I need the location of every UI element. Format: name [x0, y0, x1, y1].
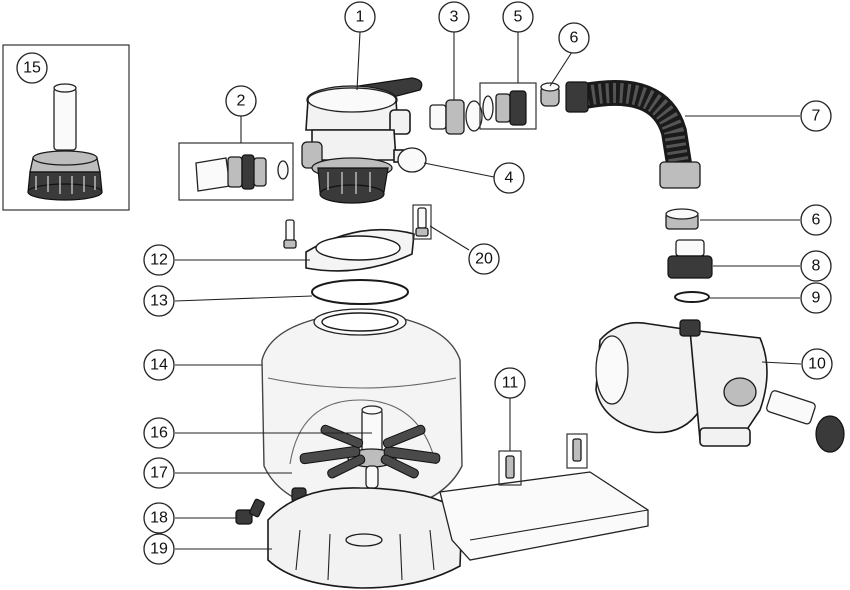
callout-label: 11: [502, 375, 519, 392]
leader-lines: [174, 31, 802, 550]
callout-4: 4: [493, 162, 525, 194]
part-16-lateral-assembly: [299, 405, 441, 489]
callout-3: 3: [438, 1, 470, 33]
part-7-hose: [565, 80, 701, 189]
callout-label: 1: [356, 9, 365, 26]
part-6-cap-lower: [665, 208, 699, 230]
part-5-frame: [479, 82, 537, 130]
part-2-fitting: [178, 142, 294, 201]
callout-label: 20: [475, 251, 493, 268]
part-3-union: [429, 99, 483, 135]
callout-label: 15: [23, 60, 41, 77]
callout-label: 3: [450, 9, 459, 26]
callout-7: 7: [800, 100, 832, 132]
callout-5: 5: [502, 1, 534, 33]
part-2-frame: [178, 142, 294, 201]
part-15-inset: [2, 44, 130, 211]
callout-19: 19: [143, 533, 175, 565]
part-12-clamp-ring: [305, 228, 415, 272]
callout-label: 2: [237, 93, 246, 110]
inset-frame: [2, 44, 130, 211]
callout-label: 16: [150, 425, 168, 442]
callout-15: 15: [16, 52, 48, 84]
callout-label: 6: [812, 212, 821, 229]
callout-17: 17: [143, 457, 175, 489]
callout-6-lower: 6: [800, 204, 832, 236]
part-13-o-ring: [311, 279, 409, 305]
callout-label: 13: [150, 293, 168, 310]
part-11-pump-platform: [439, 433, 649, 561]
part-18-drain-plug: [235, 498, 265, 525]
callout-label: 18: [150, 510, 168, 527]
part-6-cap-upper: [540, 82, 560, 107]
part-15-lateral-hub: [27, 83, 103, 201]
callout-10: 10: [801, 348, 833, 380]
callout-label: 8: [812, 258, 821, 275]
callout-2: 2: [225, 85, 257, 117]
callout-18: 18: [143, 502, 175, 534]
callout-11: 11: [494, 367, 526, 399]
callout-label: 7: [812, 108, 821, 125]
callout-label: 9: [812, 290, 821, 307]
callout-6-upper: 6: [558, 22, 590, 54]
callout-label: 19: [150, 541, 168, 558]
part-4-pressure-gauge: [393, 147, 427, 173]
part-20-bolt-right: [412, 204, 432, 240]
part-5-union-box: [479, 82, 537, 130]
callout-label: 14: [150, 357, 168, 374]
part-20-bolt-left: [283, 219, 297, 249]
part-8-adapter: [667, 239, 713, 279]
part-19-base: [267, 487, 463, 589]
callout-label: 12: [150, 252, 168, 269]
part-9-o-ring: [674, 291, 710, 303]
callout-label: 6: [570, 30, 579, 47]
callout-label: 10: [808, 356, 826, 373]
callout-12: 12: [143, 244, 175, 276]
callout-label: 17: [150, 465, 168, 482]
callout-1: 1: [344, 1, 376, 33]
callout-label: 4: [505, 170, 514, 187]
callout-label: 5: [514, 9, 523, 26]
callout-8: 8: [800, 250, 832, 282]
part-1-multiport-valve: [301, 77, 423, 204]
callout-9: 9: [800, 282, 832, 314]
part-10-pump: [595, 319, 845, 453]
callout-16: 16: [143, 417, 175, 449]
callout-13: 13: [143, 285, 175, 317]
callout-20: 20: [468, 243, 500, 275]
callout-14: 14: [143, 349, 175, 381]
